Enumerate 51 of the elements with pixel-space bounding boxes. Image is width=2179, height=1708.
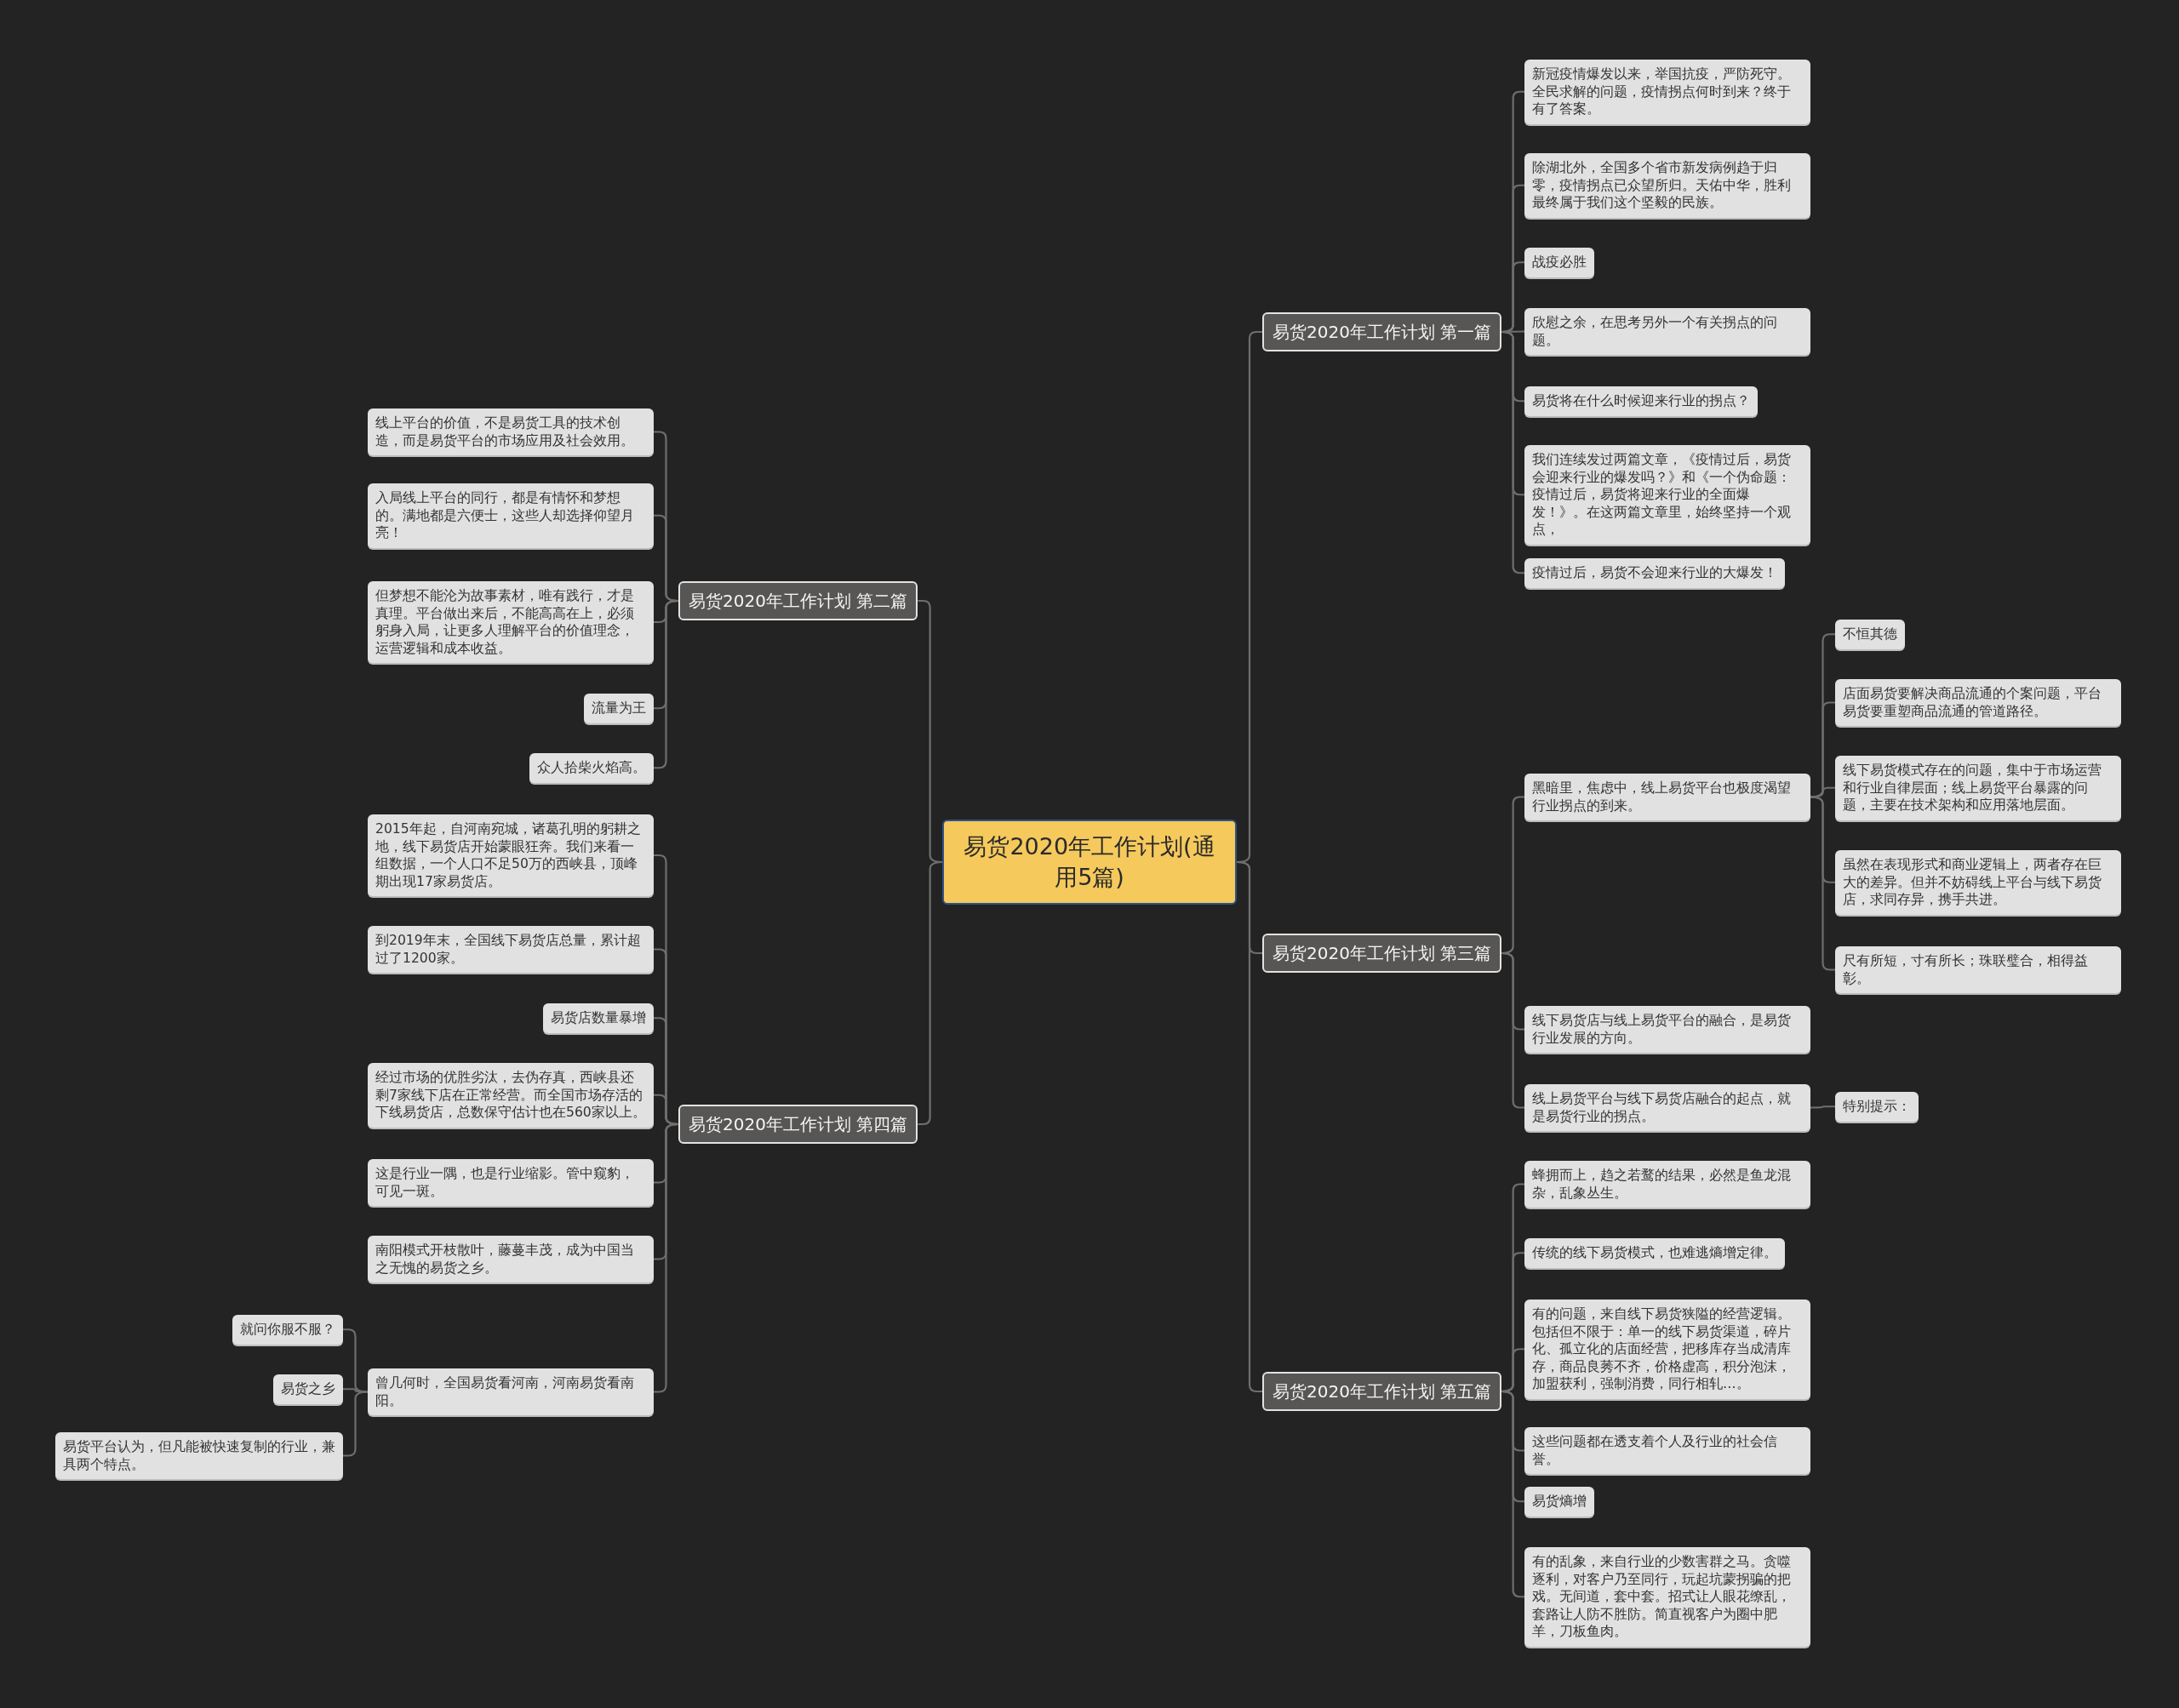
central-topic-box: 易货2020年工作计划(通用5篇) [942, 820, 1237, 905]
subtopic-box: 除湖北外，全国多个省市新发病例趋于归零，疫情拐点已众望所归。天佑中华，胜利最终属于我们这个坚毅的民族。 [1524, 153, 1810, 218]
subtopic-box: 虽然在表现形式和商业逻辑上，两者存在巨大的差异。但并不妨碍线上平台与线下易货店，求同存异，携手共进。 [1835, 850, 2121, 915]
subtopic-box: 欣慰之余，在思考另外一个有关拐点的问题。 [1524, 308, 1810, 355]
subtopic-box: 入局线上平台的同行，都是有情怀和梦想的。满地都是六便士，这些人却选择仰望月亮！ [368, 483, 654, 548]
subtopic-box: 线上平台的价值，不是易货工具的技术创造，而是易货平台的市场应用及社会效用。 [368, 408, 654, 455]
subtopic-box: 特别提示： [1835, 1092, 1919, 1122]
subtopic-box: 易货熵增 [1524, 1487, 1594, 1517]
subtopic-box: 尺有所短，寸有所长；珠联璧合，相得益彰。 [1835, 946, 2121, 993]
subtopic-box: 经过市场的优胜劣汰，去伪存真，西峡县还剩7家线下店在正常经营。而全国市场存活的下线易货店，总数保守估计也在560家以上。 [368, 1063, 654, 1128]
subtopic-box: 我们连续发过两篇文章，《疫情过后，易货会迎来行业的爆发吗？》和《一个伪命题：疫情过后，易货将迎来行业的全面爆发！》。在这两篇文章里，始终坚持一个观点， [1524, 445, 1810, 545]
connector-line [1236, 860, 1262, 1393]
subtopic-box: 新冠疫情爆发以来，举国抗疫，严防死守。全民求解的问题，疫情拐点何时到来？终于有了答案。 [1524, 60, 1810, 124]
subtopic-box: 黑暗里，焦虑中，线上易货平台也极度渴望行业拐点的到来。 [1524, 774, 1810, 820]
subtopic-box: 这些问题都在透支着个人及行业的社会信誉。 [1524, 1427, 1810, 1474]
subtopic-box: 众人拾柴火焰高。 [529, 753, 654, 783]
subtopic-box: 2015年起，自河南宛城，诸葛孔明的躬耕之地，线下易货店开始蒙眼狂奔。我们来看一组数据，一个人口不足50万的西峡县，顶峰期出现17家易货店。 [368, 814, 654, 896]
connector-line [343, 1388, 368, 1393]
connector-line [654, 1122, 679, 1393]
subtopic-box: 线下易货店与线上易货平台的融合，是易货行业发展的方向。 [1524, 1006, 1810, 1053]
subtopic-box: 这是行业一隅，也是行业缩影。管中窥豹，可见一斑。 [368, 1159, 654, 1206]
subtopic-box: 不恒其德 [1835, 620, 1905, 649]
connector-line [1501, 1390, 1524, 1598]
topic-box: 易货2020年工作计划 第四篇 [678, 1105, 918, 1144]
topic-box: 易货2020年工作计划 第五篇 [1262, 1372, 1502, 1411]
connector-line [1810, 1105, 1835, 1109]
connector-line [1501, 951, 1524, 1109]
connector-line [918, 860, 943, 1126]
subtopic-box: 易货之乡 [273, 1374, 343, 1404]
subtopic-box: 易货平台认为，但凡能被快速复制的行业，兼具两个特点。 [55, 1432, 343, 1479]
topic-box: 易货2020年工作计划 第三篇 [1262, 934, 1502, 973]
subtopic-box: 易货店数量暴增 [543, 1003, 654, 1033]
subtopic-box: 疫情过后，易货不会迎来行业的大爆发！ [1524, 558, 1785, 588]
subtopic-box: 蜂拥而上，趋之若鹜的结果，必然是鱼龙混杂，乱象丛生。 [1524, 1161, 1810, 1208]
subtopic-box: 传统的线下易货模式，也难逃熵增定律。 [1524, 1238, 1785, 1268]
subtopic-box: 有的问题，来自线下易货狭隘的经营逻辑。包括但不限于：单一的线下易货渠道，碎片化、孤立化的店面经营，把移库存当成清库存，商品良莠不齐，价格虚高，积分泡沫，加盟获利，强制消费，同行相轧…。 [1524, 1300, 1810, 1399]
connector-line [1501, 330, 1524, 574]
subtopic-box: 就问你服不服？ [232, 1315, 343, 1345]
subtopic-box: 线下易货模式存在的问题，集中于市场运营和行业自律层面；线上易货平台暴露的问题，主要在技术架构和应用落地层面。 [1835, 756, 2121, 820]
topic-box: 易货2020年工作计划 第一篇 [1262, 312, 1502, 351]
subtopic-box: 易货将在什么时候迎来行业的拐点？ [1524, 386, 1758, 416]
subtopic-box: 线上易货平台与线下易货店融合的起点，就是易货行业的拐点。 [1524, 1084, 1810, 1131]
subtopic-box: 流量为王 [584, 694, 654, 723]
subtopic-box: 有的乱象，来自行业的少数害群之马。贪噬逐利，对客户乃至同行，玩起坑蒙拐骗的把戏。无间道，套中套。招式让人眼花缭乱，套路让人防不胜防。简直视客户为圈中肥羊，刀板鱼肉。 [1524, 1547, 1810, 1647]
subtopic-box: 战疫必胜 [1524, 248, 1594, 277]
subtopic-box: 但梦想不能沦为故事素材，唯有践行，才是真理。平台做出来后，不能高高在上，必须躬身入局，让更多人理解平台的价值理念，运营逻辑和成本收益。 [368, 581, 654, 663]
subtopic-box: 店面易货要解决商品流通的个案问题，平台易货要重塑商品流通的管道路径。 [1835, 679, 2121, 726]
subtopic-box: 到2019年末，全国线下易货店总量，累计超过了1200家。 [368, 926, 654, 973]
subtopic-box: 曾几何时，全国易货看河南，河南易货看南阳。 [368, 1368, 654, 1415]
topic-box: 易货2020年工作计划 第二篇 [678, 581, 918, 620]
subtopic-box: 南阳模式开枝散叶，藤蔓丰茂，成为中国当之无愧的易货之乡。 [368, 1236, 654, 1282]
